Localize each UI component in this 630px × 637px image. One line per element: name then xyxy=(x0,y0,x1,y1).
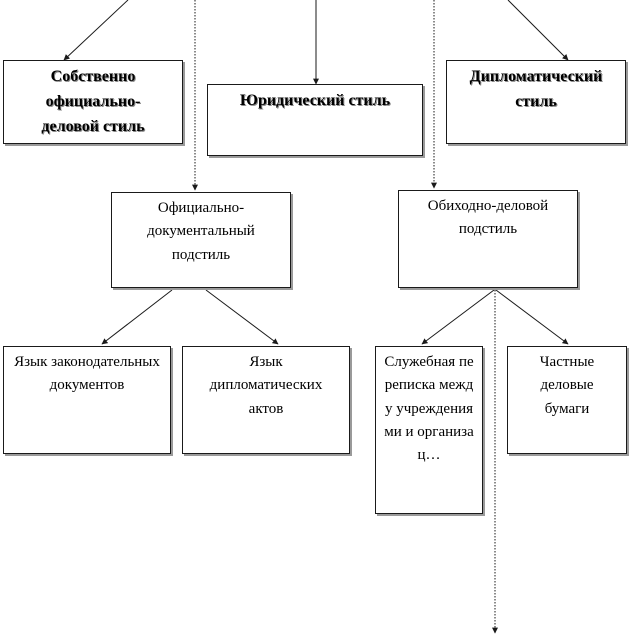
box-diplomatic-acts-language-label: Язык дипломатических актов xyxy=(209,354,323,417)
box-legal-style-label: Юридический стиль xyxy=(239,92,391,109)
arrow-to-official-correspondence xyxy=(421,289,495,345)
box-legislative-language-label: Язык законодательных документов xyxy=(14,354,160,394)
box-diplomatic-style-label: Дипломатический стиль xyxy=(469,68,603,110)
arrow-to-diplomatic-acts-language xyxy=(205,289,279,345)
box-private-business-papers-label: Частные деловые бумаги xyxy=(539,354,595,417)
box-legislative-language: Язык законодательных документов xyxy=(3,346,171,454)
arrow-to-legislative-language xyxy=(101,289,173,345)
arrow-to-diplomatic-style xyxy=(507,0,569,61)
box-official-documentary-substyle-label: Официально-документальный подстиль xyxy=(147,200,255,263)
arrow-to-private-business-papers xyxy=(495,289,569,345)
box-official-correspondence: Служебная переписка между учреждениями и… xyxy=(375,346,483,514)
box-own-official-style: Собственно официально-деловой стиль xyxy=(3,60,183,144)
box-official-documentary-substyle: Официально-документальный подстиль xyxy=(111,192,291,288)
box-legal-style: Юридический стиль xyxy=(207,84,423,156)
box-diplomatic-style: Дипломатический стиль xyxy=(446,60,626,144)
box-everyday-business-substyle-label: Обиходно-деловой подстиль xyxy=(427,198,549,238)
box-official-correspondence-label: Служебная переписка между учреждениями и… xyxy=(384,354,474,463)
box-private-business-papers: Частные деловые бумаги xyxy=(507,346,627,454)
box-own-official-style-label: Собственно официально-деловой стиль xyxy=(41,68,145,135)
arrow-to-own-official-style xyxy=(63,0,129,61)
box-diplomatic-acts-language: Язык дипломатических актов xyxy=(182,346,350,454)
box-everyday-business-substyle: Обиходно-деловой подстиль xyxy=(398,190,578,288)
